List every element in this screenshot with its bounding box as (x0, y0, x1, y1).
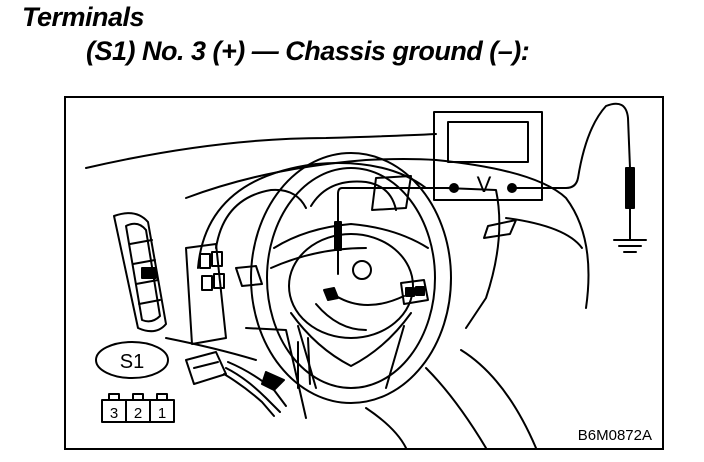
pin-1: 1 (158, 405, 166, 422)
floor-line (365, 407, 407, 448)
pin-3: 3 (110, 405, 118, 422)
connector-label-oval: S1 (95, 341, 169, 379)
figure-code: B6M0872A (578, 427, 652, 444)
connector-label: S1 (120, 351, 144, 373)
right-dash-edge (435, 159, 590, 309)
steering-wheel (250, 152, 452, 404)
left-air-vent (113, 212, 167, 333)
positive-probe (334, 187, 455, 275)
diagram-frame: V S1 3 2 1 (64, 96, 664, 450)
pin-block: 3 2 1 (101, 393, 175, 423)
pin-2: 2 (134, 405, 142, 422)
lower-dash-edge (165, 337, 257, 361)
console-floor (425, 367, 487, 448)
right-vent (483, 219, 517, 239)
voltmeter-symbol: V (477, 172, 492, 197)
switch-panel (185, 243, 263, 345)
pedal-area (460, 349, 537, 448)
harness-connector (185, 351, 287, 417)
center-vent (371, 175, 412, 211)
terminal-spec: (S1) No. 3 (+) — Chassis ground (–): (86, 36, 530, 66)
center-console (445, 187, 501, 329)
dash-top-line (85, 133, 437, 169)
cluster-hood (197, 162, 427, 269)
section-title: Terminals (22, 2, 145, 32)
dash-upper-curve (185, 158, 437, 199)
glovebox-line (505, 217, 583, 249)
airbag-module (315, 260, 429, 331)
gauge-right (310, 180, 397, 211)
ground-lead (511, 102, 647, 253)
voltmeter: V (433, 111, 543, 201)
dashboard-illustration: V S1 3 2 1 (85, 102, 652, 448)
gauge-left (215, 188, 307, 249)
